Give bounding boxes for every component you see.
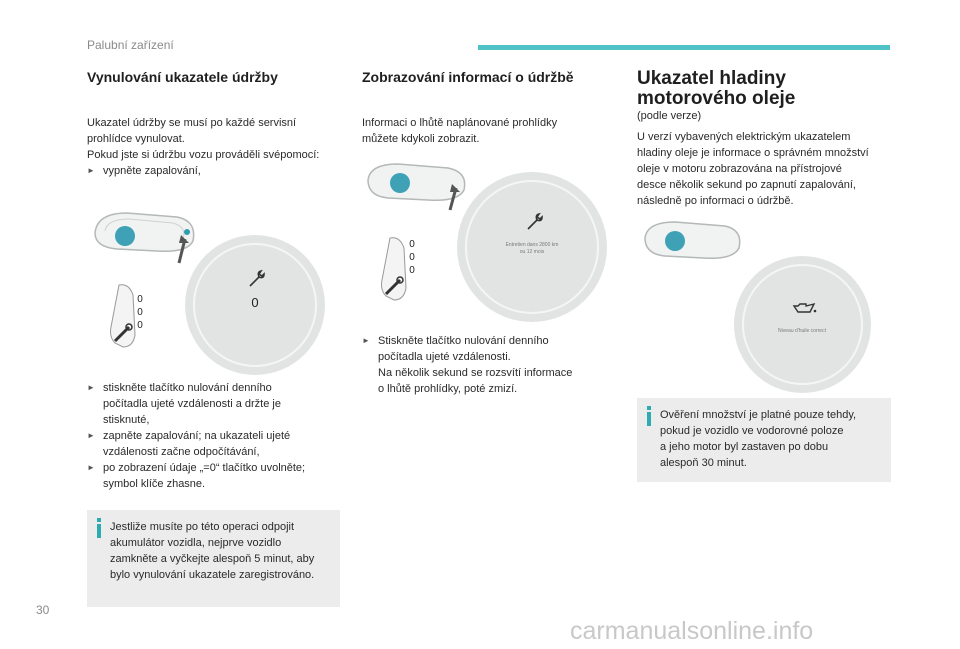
- odo-digit: 0: [409, 252, 415, 263]
- col1-steps: stiskněte tlačítko nulování denního počí…: [87, 380, 347, 492]
- oil-can-icon: [792, 302, 817, 313]
- col2-intro: Informaci o lhůtě naplánované prohlídky …: [362, 117, 558, 145]
- col1-intro-line-1: Ukazatel údržby se musí po každé servisn…: [87, 117, 297, 129]
- col1-step-1: stiskněte tlačítko nulování denního počí…: [87, 380, 347, 428]
- col1-intro-line-2: prohlídce vynulovat.: [87, 133, 185, 145]
- col1-gauge-value: 0: [251, 295, 259, 310]
- col1-bullet-1: vypněte zapalování,: [87, 163, 347, 179]
- odo-digit: 0: [137, 320, 143, 331]
- wrench-icon: [249, 269, 265, 287]
- instrument-panel-illustration: [644, 221, 741, 260]
- page-number: 30: [36, 603, 50, 617]
- col3-body: U verzí vybavených elektrickým ukazatele…: [637, 131, 869, 207]
- col1-intro-line-3: Pokud jste si údržbu vozu prováděli svép…: [87, 149, 320, 161]
- col3-gauge: Niveau d'huile correct: [734, 256, 871, 393]
- section-label: Palubní zařízení: [87, 38, 174, 52]
- instrument-panel-illustration: [367, 163, 466, 301]
- col1-illustration: 0 0 0 0: [87, 205, 337, 375]
- col1-title: Vynulování ukazatele údržby: [87, 69, 278, 85]
- col2-illustration: 0 0 0 Entretien dans 2800 km ou 12 mois: [362, 160, 612, 330]
- col3-subtitle: (podle verze): [637, 110, 702, 122]
- odo-digit: 0: [409, 239, 415, 250]
- odo-digit: 0: [409, 265, 415, 276]
- col1-step-3: po zobrazení údaje „=0“ tlačítko uvolnět…: [87, 460, 347, 492]
- col2-step: Stiskněte tlačítko nulování denního počí…: [362, 333, 612, 397]
- col3-title: Ukazatel hladiny motorového oleje: [637, 68, 796, 109]
- col3-note-box: Ověření množství je platné pouze tehdy, …: [637, 398, 891, 482]
- section-accent-bar: [478, 45, 890, 50]
- watermark: carmanualsonline.info: [570, 617, 814, 645]
- col1-step-2: zapněte zapalování; na ukazateli ujeté v…: [87, 428, 347, 460]
- instrument-panel-illustration: [94, 212, 195, 348]
- col2-title: Zobrazování informací o údržbě: [362, 69, 574, 85]
- col2-gauge-message: Entretien dans 2800 km ou 12 mois: [505, 242, 559, 255]
- wrench-icon: [527, 212, 543, 230]
- col1-gauge: 0: [185, 235, 325, 375]
- col2-gauge: Entretien dans 2800 km ou 12 mois: [457, 172, 607, 322]
- col1-odometer: 0 0 0: [135, 293, 145, 332]
- col2-odometer: 0 0 0: [407, 238, 417, 277]
- info-icon: [645, 406, 652, 426]
- odo-digit: 0: [137, 294, 143, 305]
- col3-illustration: Niveau d'huile correct: [637, 218, 887, 393]
- col1-note-box: Jestliže musíte po této operaci odpojit …: [87, 510, 340, 607]
- odo-digit: 0: [137, 307, 143, 318]
- col3-gauge-message: Niveau d'huile correct: [778, 328, 826, 334]
- info-icon: [95, 518, 102, 538]
- col1-intro: Ukazatel údržby se musí po každé servisn…: [87, 115, 347, 179]
